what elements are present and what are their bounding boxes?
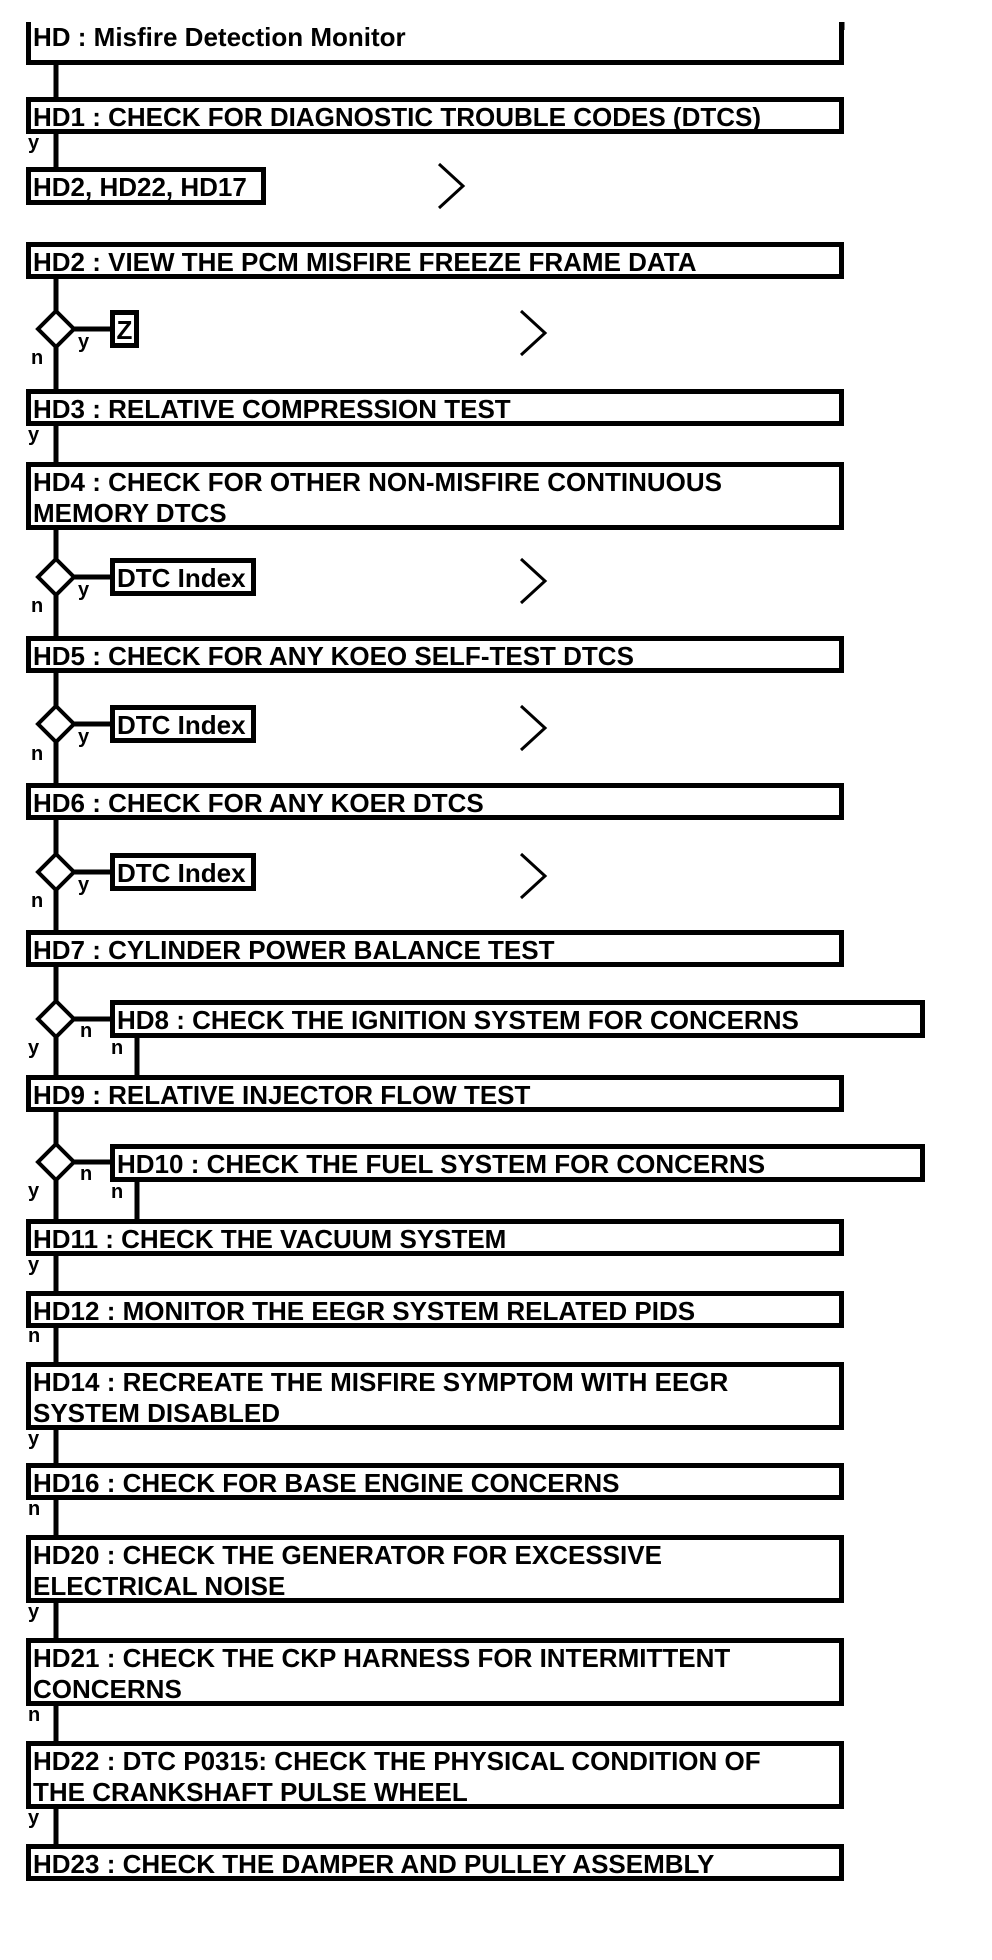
chevron-right-icon-hd5 [519,704,548,752]
label-yes-hd1: y [28,132,40,154]
branch-hd2-target[interactable]: Z [110,310,139,348]
step-hd20[interactable]: HD20 : CHECK THE GENERATOR FOR EXCESSIVE… [26,1535,844,1603]
label-yes-hd9: y [28,1180,40,1202]
label-yes-hd5: y [78,726,90,748]
label-no-hd2: n [31,347,44,369]
branch-hd5-target[interactable]: DTC Index [110,705,256,743]
branch-hd1-target[interactable]: HD2, HD22, HD17 [26,167,266,205]
branch-hd6-target[interactable]: DTC Index [110,853,256,891]
label-no-hd6: n [31,890,44,912]
label-no-hd9: n [80,1163,93,1185]
step-hd1[interactable]: HD1 : CHECK FOR DIAGNOSTIC TROUBLE CODES… [26,97,844,134]
step-hd12[interactable]: HD12 : MONITOR THE EEGR SYSTEM RELATED P… [26,1291,844,1328]
decision-diamond-hd9 [35,1141,77,1183]
step-hd10[interactable]: HD10 : CHECK THE FUEL SYSTEM FOR CONCERN… [110,1144,925,1182]
label-yes-hd2: y [78,331,90,353]
decision-diamond-hd2 [35,308,77,350]
step-hd8[interactable]: HD8 : CHECK THE IGNITION SYSTEM FOR CONC… [110,1000,925,1038]
label-no-hd7: n [80,1020,93,1042]
decision-diamond-hd6 [35,851,77,893]
step-hd11[interactable]: HD11 : CHECK THE VACUUM SYSTEM [26,1219,844,1256]
step-hd21[interactable]: HD21 : CHECK THE CKP HARNESS FOR INTERMI… [26,1638,844,1706]
label-yes-hd22: y [28,1807,40,1829]
chevron-right-icon-hd1 [437,162,466,210]
chevron-right-icon-hd4 [519,557,548,605]
branch-hd4-target[interactable]: DTC Index [110,558,256,596]
step-hd4[interactable]: HD4 : CHECK FOR OTHER NON-MISFIRE CONTIN… [26,462,844,530]
decision-diamond-hd4 [35,556,77,598]
label-yes-hd20: y [28,1601,40,1623]
label-no-hd8: n [111,1037,124,1059]
step-hd22[interactable]: HD22 : DTC P0315: CHECK THE PHYSICAL CON… [26,1741,844,1809]
label-yes-hd14: y [28,1428,40,1450]
label-no-hd5: n [31,743,44,765]
label-no-hd16: n [28,1498,41,1520]
label-no-hd12: n [28,1325,41,1347]
label-yes-hd11: y [28,1254,40,1276]
label-yes-hd7: y [28,1037,40,1059]
step-hd3[interactable]: HD3 : RELATIVE COMPRESSION TEST [26,389,844,426]
step-hd2[interactable]: HD2 : VIEW THE PCM MISFIRE FREEZE FRAME … [26,242,844,279]
label-yes-hd4: y [78,579,90,601]
label-no-hd21: n [28,1704,41,1726]
label-no-hd4: n [31,595,44,617]
title-box: HD : Misfire Detection Monitor [26,22,844,65]
step-hd7[interactable]: HD7 : CYLINDER POWER BALANCE TEST [26,930,844,967]
decision-diamond-hd5 [35,703,77,745]
label-yes-hd6: y [78,874,90,896]
step-hd14[interactable]: HD14 : RECREATE THE MISFIRE SYMPTOM WITH… [26,1362,844,1430]
label-yes-hd3: y [28,424,40,446]
label-no-hd10: n [111,1181,124,1203]
step-hd16[interactable]: HD16 : CHECK FOR BASE ENGINE CONCERNS [26,1463,844,1500]
step-hd9[interactable]: HD9 : RELATIVE INJECTOR FLOW TEST [26,1075,844,1112]
step-hd23[interactable]: HD23 : CHECK THE DAMPER AND PULLEY ASSEM… [26,1844,844,1881]
chevron-right-icon-hd6 [519,852,548,900]
chevron-right-icon-hd2 [519,309,548,357]
step-hd5[interactable]: HD5 : CHECK FOR ANY KOEO SELF-TEST DTCS [26,636,844,673]
decision-diamond-hd7 [35,998,77,1040]
step-hd6[interactable]: HD6 : CHECK FOR ANY KOER DTCS [26,783,844,820]
